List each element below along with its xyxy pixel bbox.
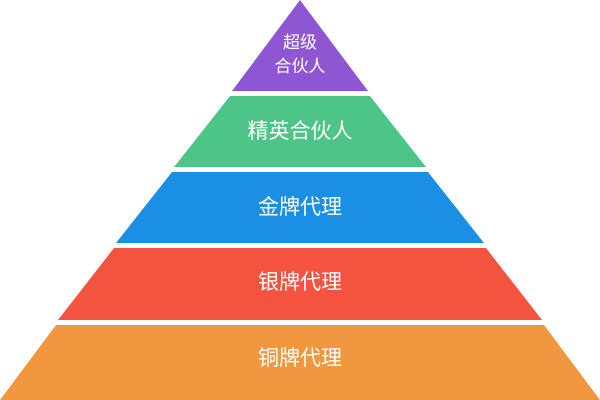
tier-label-super-partner-line2: 合伙人 [275,57,326,77]
tier-shape-gold-agent [116,172,484,243]
tier-label-bronze-agent: 铜牌代理 [258,346,342,370]
tier-super-partner: 超级 合伙人 [232,0,368,91]
tier-shape-super-partner [232,0,368,91]
tier-label-elite-partner: 精英合伙人 [248,119,353,143]
tier-silver-agent: 银牌代理 [58,248,542,320]
tier-label-silver-agent: 银牌代理 [258,270,342,294]
tier-label-gold-agent: 金牌代理 [258,195,342,219]
tier-shape-bronze-agent [0,325,600,400]
tier-elite-partner: 精英合伙人 [174,96,426,167]
tier-bronze-agent: 铜牌代理 [0,325,600,400]
tier-shape-elite-partner [174,96,426,167]
tier-label-super-partner-line1: 超级 [283,33,317,53]
tier-shape-silver-agent [58,248,542,320]
tier-gold-agent: 金牌代理 [116,172,484,243]
